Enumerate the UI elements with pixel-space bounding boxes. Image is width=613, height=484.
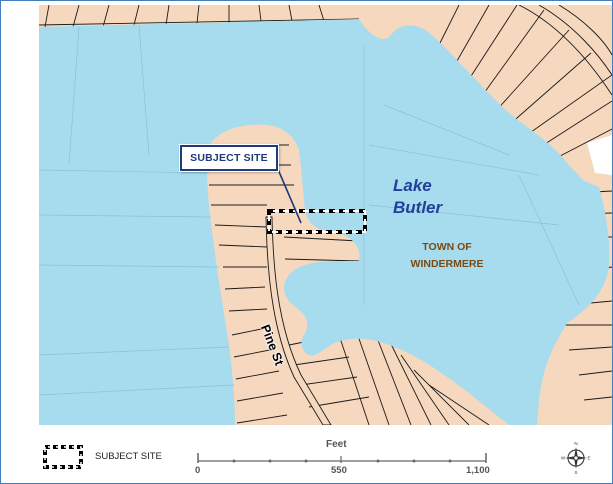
lake-label-line2: Butler (393, 198, 443, 217)
lake-label: Lake Butler (393, 175, 442, 219)
lake-label-line1: Lake (393, 176, 432, 195)
subject-site-outline-inner (268, 210, 366, 233)
scale-bar-title: Feet (326, 439, 347, 450)
pine-st-road (265, 216, 332, 425)
scale-bar (197, 453, 487, 463)
parcel-lines-land (39, 5, 612, 425)
callout-leader-line (276, 166, 302, 224)
subject-site-callout: SUBJECT SITE (180, 145, 278, 171)
legend-subject-site-label: SUBJECT SITE (95, 451, 162, 462)
north-arrow-compass-icon: N S W E (561, 441, 591, 474)
map-graphic (39, 5, 612, 425)
scale-tick-1100: 1,100 (466, 465, 490, 476)
town-label-line1: TOWN OF (422, 241, 472, 253)
parcel-lines-water (39, 24, 580, 396)
map-canvas: SUBJECT SITE Lake Butler TOWN OF WINDERM… (39, 5, 612, 425)
compass-s: S (574, 470, 577, 474)
map-edge-gap (587, 135, 612, 175)
lake-butler-water (39, 19, 610, 425)
scale-tick-0: 0 (195, 465, 201, 476)
town-label-line2: WINDERMERE (410, 258, 484, 270)
map-legend: SUBJECT SITE Feet 0 550 1,100 N S W E (1, 427, 612, 483)
compass-e: E (587, 456, 590, 461)
town-label: TOWN OF WINDERMERE (391, 239, 503, 273)
subject-site-legend-swatch (43, 445, 83, 469)
scale-tick-550: 550 (331, 465, 347, 476)
compass-w: W (561, 456, 566, 461)
compass-n: N (574, 441, 577, 446)
